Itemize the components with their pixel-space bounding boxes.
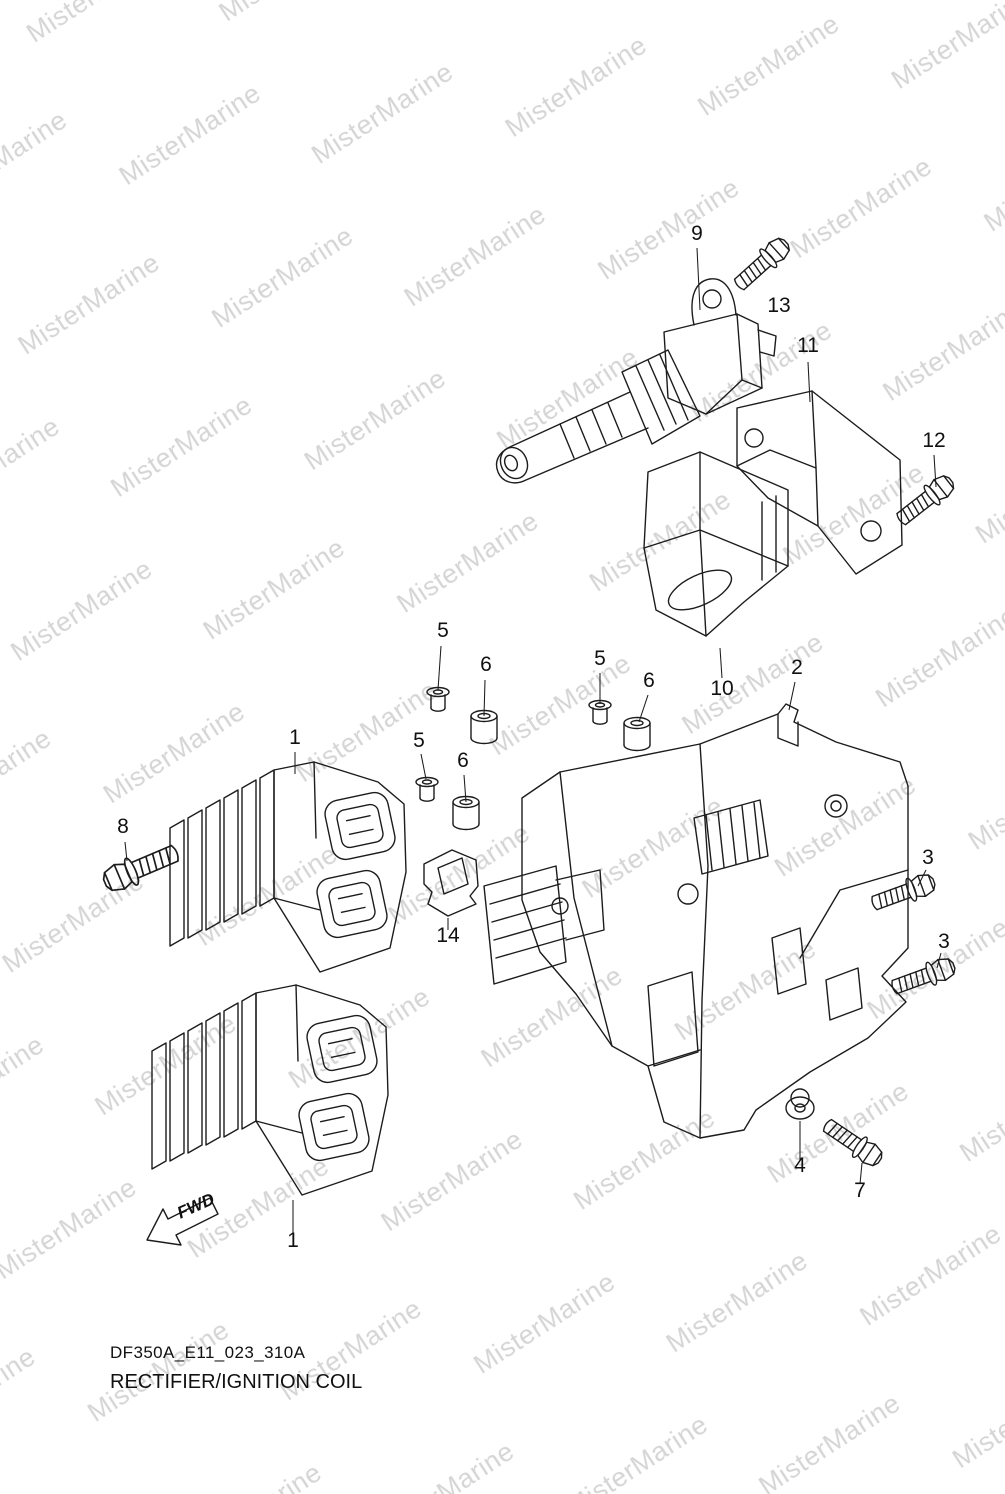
callout-4: 4 xyxy=(794,1154,806,1177)
leader-lines xyxy=(124,247,942,1234)
callout-5-c: 5 xyxy=(413,729,425,752)
callout-10: 10 xyxy=(710,677,733,700)
parts-artwork xyxy=(98,232,960,1196)
callout-13: 13 xyxy=(767,294,790,317)
part-washer-4 xyxy=(785,1096,815,1120)
part-clamp-14 xyxy=(423,849,479,917)
callout-labels: 9 13 11 12 10 5 6 5 6 2 5 6 1 8 3 3 14 4… xyxy=(117,222,950,1252)
part-ignition-coil xyxy=(495,278,777,484)
callout-1-a: 1 xyxy=(289,726,301,749)
callout-11: 11 xyxy=(797,334,819,357)
callout-8: 8 xyxy=(117,815,129,838)
callout-5-b: 5 xyxy=(594,647,606,670)
callout-1-b: 1 xyxy=(287,1229,299,1252)
callout-12: 12 xyxy=(922,429,945,452)
callout-3-a: 3 xyxy=(922,846,934,869)
drawing-code: DF350A_E11_023_310A xyxy=(110,1343,306,1362)
callout-3-b: 3 xyxy=(938,930,950,953)
drawing-title: RECTIFIER/IGNITION COIL xyxy=(110,1371,362,1393)
callout-6-a: 6 xyxy=(480,653,492,676)
part-bracket-11 xyxy=(736,390,903,575)
part-mounting-plate-2 xyxy=(483,703,909,1139)
callout-2: 2 xyxy=(791,656,803,679)
footer: DF350A_E11_023_310A RECTIFIER/IGNITION C… xyxy=(110,1343,362,1393)
callout-9: 9 xyxy=(691,222,703,245)
callout-6-c: 6 xyxy=(457,749,469,772)
callout-7: 7 xyxy=(854,1179,866,1202)
callout-6-b: 6 xyxy=(643,669,655,692)
part-coil-bracket-10 xyxy=(643,451,789,637)
callout-5-a: 5 xyxy=(437,619,449,642)
fwd-arrow-icon xyxy=(146,1197,219,1246)
callout-14: 14 xyxy=(436,924,460,947)
